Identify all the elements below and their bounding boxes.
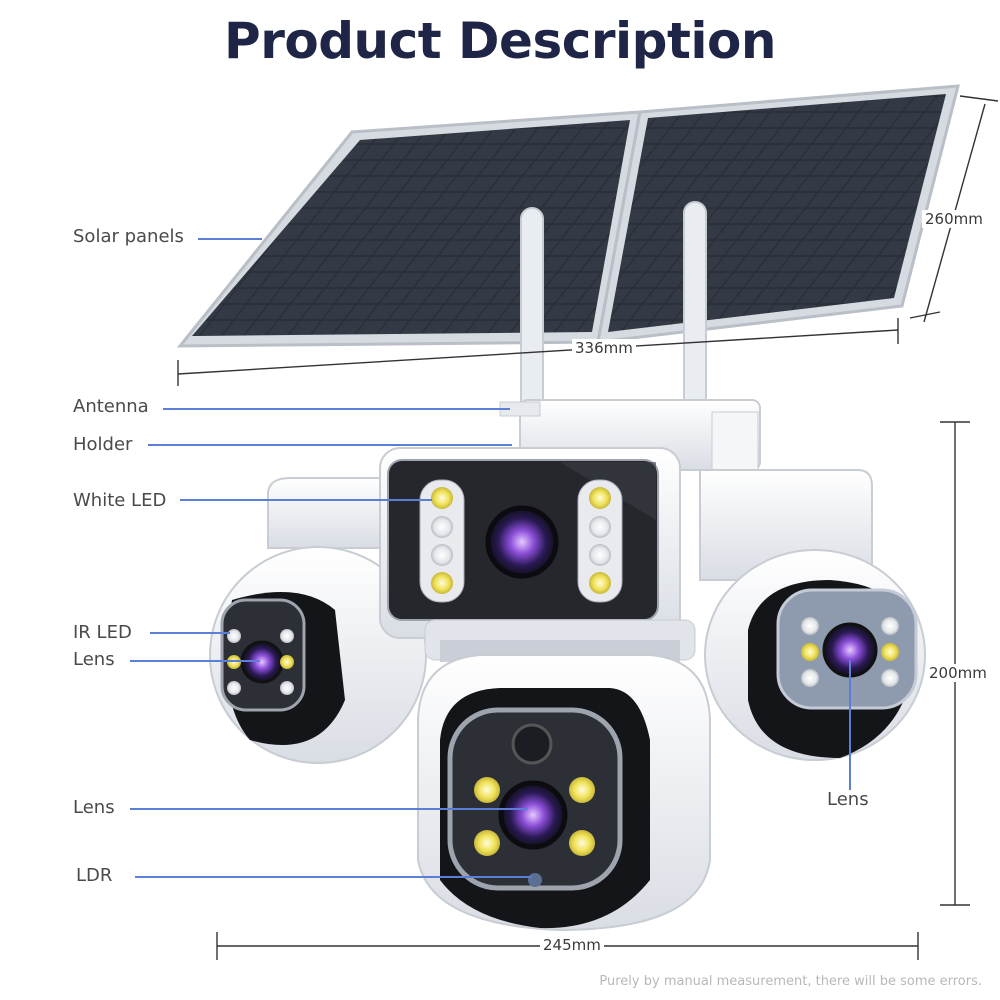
label-lens-center: Lens <box>73 797 115 818</box>
label-white-led: White LED <box>73 490 167 511</box>
dimension-panel-width: 336mm <box>572 339 636 357</box>
solar-panels <box>176 84 960 348</box>
dimension-camera-width: 245mm <box>540 936 604 954</box>
label-ir-led: IR LED <box>73 622 132 643</box>
top-box-camera <box>379 447 681 639</box>
label-lens-left: Lens <box>73 649 115 670</box>
right-dome-camera <box>704 549 926 761</box>
label-ldr: LDR <box>76 865 113 886</box>
dimension-camera-height: 200mm <box>926 664 990 682</box>
label-antenna: Antenna <box>73 396 149 417</box>
label-lens-right: Lens <box>827 789 869 810</box>
bottom-dome-camera <box>417 654 711 932</box>
page-title: Product Description <box>224 12 776 70</box>
dimension-panel-height: 260mm <box>922 210 986 228</box>
label-solar-panels: Solar panels <box>73 226 184 247</box>
leader-lines <box>130 238 851 878</box>
left-dome-camera <box>209 546 427 764</box>
measurement-footnote: Purely by manual measurement, there will… <box>599 974 982 989</box>
label-holder: Holder <box>73 434 133 455</box>
